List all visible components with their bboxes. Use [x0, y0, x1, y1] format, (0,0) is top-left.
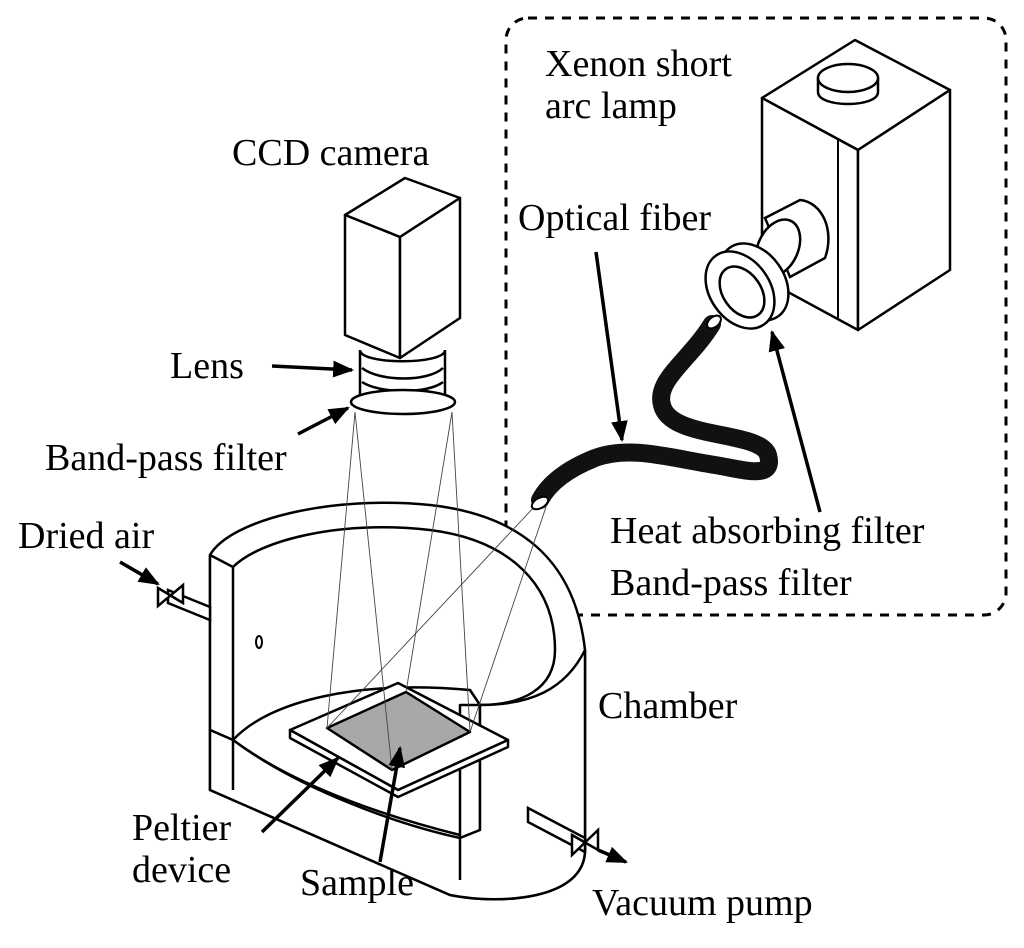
ccd-camera — [343, 176, 462, 360]
label-optical-fiber: Optical fiber — [518, 197, 711, 239]
label-ccd-camera: CCD camera — [232, 132, 429, 174]
label-heat-absorbing-filter: Heat absorbing filter — [610, 510, 925, 552]
label-lamp-line1: Xenon short — [545, 43, 732, 85]
camera-band-pass-filter — [349, 388, 457, 416]
chamber-left-cut — [208, 553, 235, 742]
camera-view-cone — [326, 411, 471, 771]
label-band-pass-filter-camera: Band-pass filter — [45, 437, 287, 479]
lamp-filters — [704, 242, 790, 330]
arrow-sample — [378, 745, 406, 863]
peltier-side — [288, 728, 510, 799]
fiber-tip — [530, 495, 550, 511]
vacuum-outlet — [526, 805, 600, 858]
arrow-heat-filter — [768, 329, 822, 513]
label-peltier-line1: Peltier — [132, 807, 232, 849]
fiber-input-tip — [706, 314, 722, 330]
arrow-optical-fiber — [594, 251, 628, 443]
arrow-peltier — [260, 756, 340, 834]
label-vacuum-pump: Vacuum pump — [592, 882, 813, 924]
arrow-lens — [271, 360, 355, 378]
label-dried-air: Dried air — [18, 515, 154, 557]
dried-air-valve-icon — [156, 582, 185, 609]
optical-fiber — [531, 315, 778, 509]
xenon-lamp — [760, 38, 952, 332]
dried-air-inlet — [156, 582, 212, 622]
lamp-side — [856, 88, 952, 332]
chamber-port — [255, 635, 263, 649]
label-sample: Sample — [300, 862, 414, 904]
label-lamp-line2: arc lamp — [545, 85, 677, 127]
label-band-pass-filter-lamp: Band-pass filter — [610, 562, 852, 604]
arrow-dried-air — [119, 560, 160, 586]
vacuum-valve-icon — [570, 827, 600, 858]
chamber-front-wall — [208, 648, 587, 901]
camera-body-side — [398, 196, 462, 360]
camera-body-front — [343, 213, 402, 360]
arrow-camera-filter — [297, 406, 350, 436]
lamp-cap-top — [816, 62, 880, 94]
illumination-cone — [326, 504, 547, 733]
chamber-floor-inner — [231, 740, 462, 880]
label-chamber: Chamber — [598, 685, 738, 727]
label-peltier-line2: device — [132, 849, 231, 891]
light-source-enclosure — [504, 16, 1008, 617]
chamber-inner-rim — [232, 526, 557, 707]
arrow-vacuum — [597, 846, 628, 864]
label-lens: Lens — [170, 345, 244, 387]
